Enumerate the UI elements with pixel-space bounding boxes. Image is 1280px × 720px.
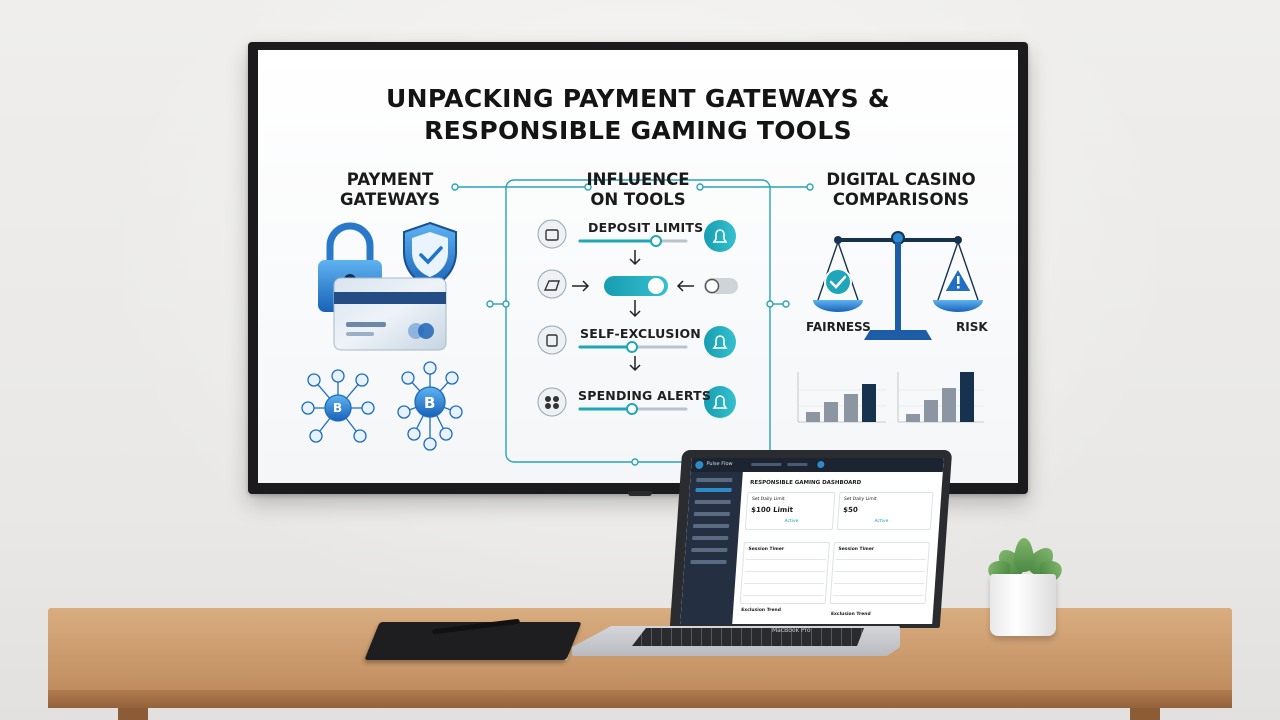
comparisons-heading-line2: COMPARISONS <box>832 190 970 209</box>
footer-label-2: Exclusion Trend <box>830 612 871 617</box>
influence-heading-line2: ON TOOLS <box>590 190 686 209</box>
spending-alerts-row <box>537 386 736 418</box>
sidebar-item-5[interactable] <box>692 524 730 528</box>
payment-gateways-heading-line2: GATEWAYS <box>339 190 441 209</box>
sidebar-item-4[interactable] <box>693 512 731 516</box>
self-exclusion-row <box>537 325 736 358</box>
influence-heading-line1: INFLUENCE <box>586 170 690 189</box>
session-panel-2: Session Timer <box>829 542 930 604</box>
deposit-limits-label: DEPOSIT LIMITS <box>588 220 704 235</box>
session-panel-1-title: Session Timer <box>748 547 785 552</box>
laptop-screen: Pulse Flow RESPONSIBLE GAMING DASHBOARD … <box>680 458 944 624</box>
dashboard-title: RESPONSIBLE GAMING DASHBOARD <box>749 480 862 486</box>
limit-card-2-status: Active <box>874 519 889 524</box>
payment-gateways-heading: PAYMENT GATEWAYS <box>310 170 470 210</box>
limit-card-2-label: Set Daily Limit <box>843 497 877 502</box>
limit-card-1-value: $100 Limit <box>750 506 794 514</box>
influence-on-tools-heading: INFLUENCE ON TOOLS <box>558 170 718 210</box>
risk-label: RISK <box>956 320 988 334</box>
laptop-app-topbar: Pulse Flow <box>690 458 944 472</box>
desk-leg-right <box>1130 708 1160 720</box>
limit-card-1-label: Set Daily Limit <box>751 497 785 502</box>
plant-leaf <box>1014 538 1034 572</box>
app-name: Pulse Flow <box>706 461 733 467</box>
self-exclusion-label: SELF-EXCLUSION <box>580 326 701 341</box>
app-logo-icon <box>695 461 704 469</box>
app-menu[interactable] <box>751 463 782 466</box>
limit-card-2[interactable]: Set Daily Limit $50 Active <box>836 492 934 530</box>
mini-bar-chart-right <box>897 372 984 423</box>
laptop-brand: MacBook Pro <box>772 627 811 634</box>
desk-edge <box>48 690 1232 708</box>
deposit-limits-row <box>537 219 736 252</box>
sidebar-item-1[interactable] <box>696 478 733 482</box>
session-panel-1: Session Timer <box>739 542 830 604</box>
tv-screen: UNPACKING PAYMENT GATEWAYS & RESPONSIBLE… <box>258 50 1018 483</box>
credit-card-icon <box>333 277 447 351</box>
sidebar-item-dashboard[interactable] <box>695 488 732 492</box>
footer-label-1: Exclusion Trend <box>740 608 782 613</box>
laptop-keyboard <box>632 628 864 646</box>
tv-mount <box>628 491 652 496</box>
plant-pot <box>990 574 1056 636</box>
toggle-row <box>537 269 738 299</box>
shield-check-icon <box>403 221 457 290</box>
sidebar-item-7[interactable] <box>691 548 728 552</box>
limit-card-1-status: Active <box>784 519 799 524</box>
limit-card-2-value: $50 <box>842 506 859 514</box>
balance-scale-icon <box>813 231 983 340</box>
wall-tv: UNPACKING PAYMENT GATEWAYS & RESPONSIBLE… <box>248 42 1028 494</box>
crypto-network-icon-right <box>397 361 463 451</box>
sidebar-item-8[interactable] <box>690 560 727 564</box>
infographic-title-line2: RESPONSIBLE GAMING TOOLS <box>424 116 852 145</box>
session-panel-2-title: Session Timer <box>838 547 875 552</box>
limit-card-1[interactable]: Set Daily Limit $100 Limit Active <box>744 492 836 530</box>
app-menu-2[interactable] <box>787 463 808 466</box>
user-avatar[interactable] <box>817 461 825 468</box>
laptop-sidebar <box>680 472 743 624</box>
sidebar-item-6[interactable] <box>692 536 729 540</box>
payment-gateways-heading-line1: PAYMENT <box>346 170 434 189</box>
infographic-graphics <box>301 179 984 466</box>
mini-bar-chart-left <box>797 372 886 423</box>
crypto-letter-left: B <box>333 401 343 415</box>
digital-casino-comparisons-heading: DIGITAL CASINO COMPARISONS <box>806 170 996 210</box>
fairness-label: FAIRNESS <box>806 320 871 334</box>
crypto-network-icon-left <box>301 369 375 443</box>
comparisons-heading-line1: DIGITAL CASINO <box>826 170 976 189</box>
desk-leg-left <box>118 708 148 720</box>
sidebar-item-3[interactable] <box>694 500 731 504</box>
spending-alerts-label: SPENDING ALERTS <box>578 388 712 403</box>
crypto-letter-right: B <box>424 394 436 412</box>
infographic-title-line1: UNPACKING PAYMENT GATEWAYS & <box>386 84 890 113</box>
